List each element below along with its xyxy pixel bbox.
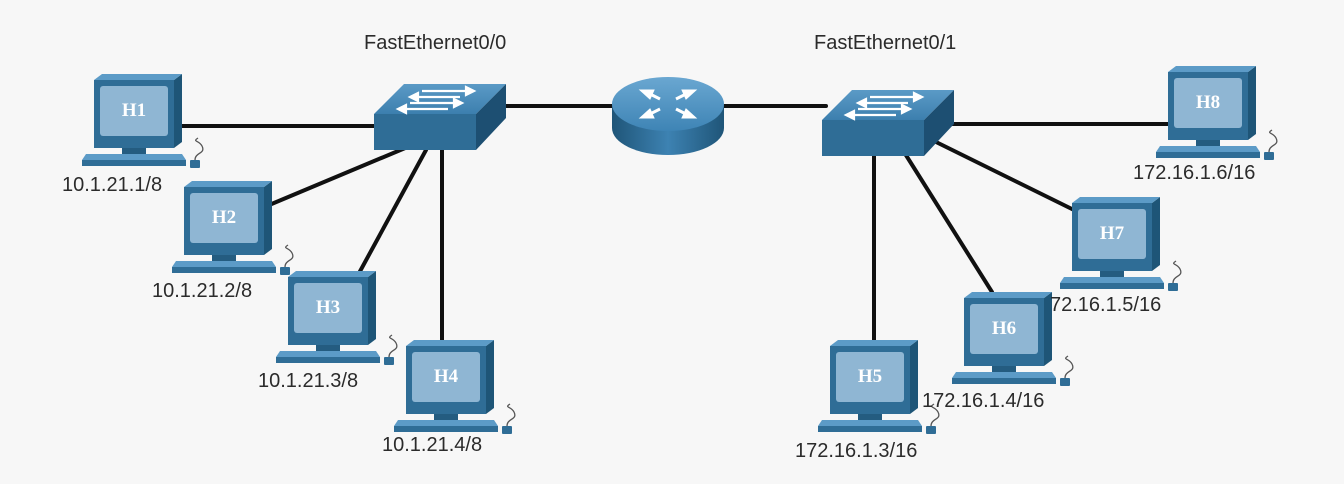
host-h3[interactable]: H3 [275, 270, 398, 366]
host-name: H1 [122, 100, 146, 121]
router-interface-label-fa0-1: FastEthernet0/1 [814, 32, 956, 54]
host-ip-h7: 72.16.1.5/16 [1050, 294, 1161, 316]
switch-left[interactable] [372, 82, 508, 152]
computer-icon [1155, 65, 1278, 161]
host-ip-h2: 10.1.21.2/8 [152, 280, 252, 302]
host-name: H3 [316, 297, 340, 318]
host-h6[interactable]: H6 [951, 291, 1074, 387]
computer-icon [393, 339, 516, 435]
host-ip-h4: 10.1.21.4/8 [382, 434, 482, 456]
router-arrows-icon [638, 89, 698, 119]
link-switch2-h6 [902, 150, 994, 294]
router-interface-label-fa0-0: FastEthernet0/0 [364, 32, 506, 54]
router[interactable] [612, 77, 724, 155]
host-h1[interactable]: H1 [81, 73, 204, 169]
host-h7[interactable]: H7 [1059, 196, 1182, 292]
host-name: H8 [1196, 92, 1220, 113]
host-ip-h3: 10.1.21.3/8 [258, 370, 358, 392]
computer-icon [275, 270, 398, 366]
host-h8[interactable]: H8 [1155, 65, 1278, 161]
switch-right[interactable] [820, 88, 956, 158]
host-ip-h6: 172.16.1.4/16 [922, 390, 1044, 412]
link-h3-switch1 [356, 148, 428, 277]
host-ip-h8: 172.16.1.6/16 [1133, 162, 1255, 184]
computer-icon [171, 180, 294, 276]
link-h2-switch1 [260, 144, 412, 210]
host-h2[interactable]: H2 [171, 180, 294, 276]
host-name: H4 [434, 366, 459, 387]
host-ip-h5: 172.16.1.3/16 [795, 440, 917, 462]
host-name: H7 [1100, 223, 1125, 244]
computer-icon [1059, 196, 1182, 292]
links-right-lan [722, 104, 1177, 344]
host-h5[interactable]: H5 [817, 339, 940, 435]
host-name: H6 [992, 318, 1016, 339]
computer-icon [817, 339, 940, 435]
links-left-lan [173, 104, 616, 344]
host-name: H2 [212, 207, 236, 228]
host-ip-h1: 10.1.21.1/8 [62, 174, 162, 196]
host-h4[interactable]: H4 [393, 339, 516, 435]
host-name: H5 [858, 366, 882, 387]
computer-icon [81, 73, 204, 169]
link-switch2-h7 [930, 138, 1080, 214]
